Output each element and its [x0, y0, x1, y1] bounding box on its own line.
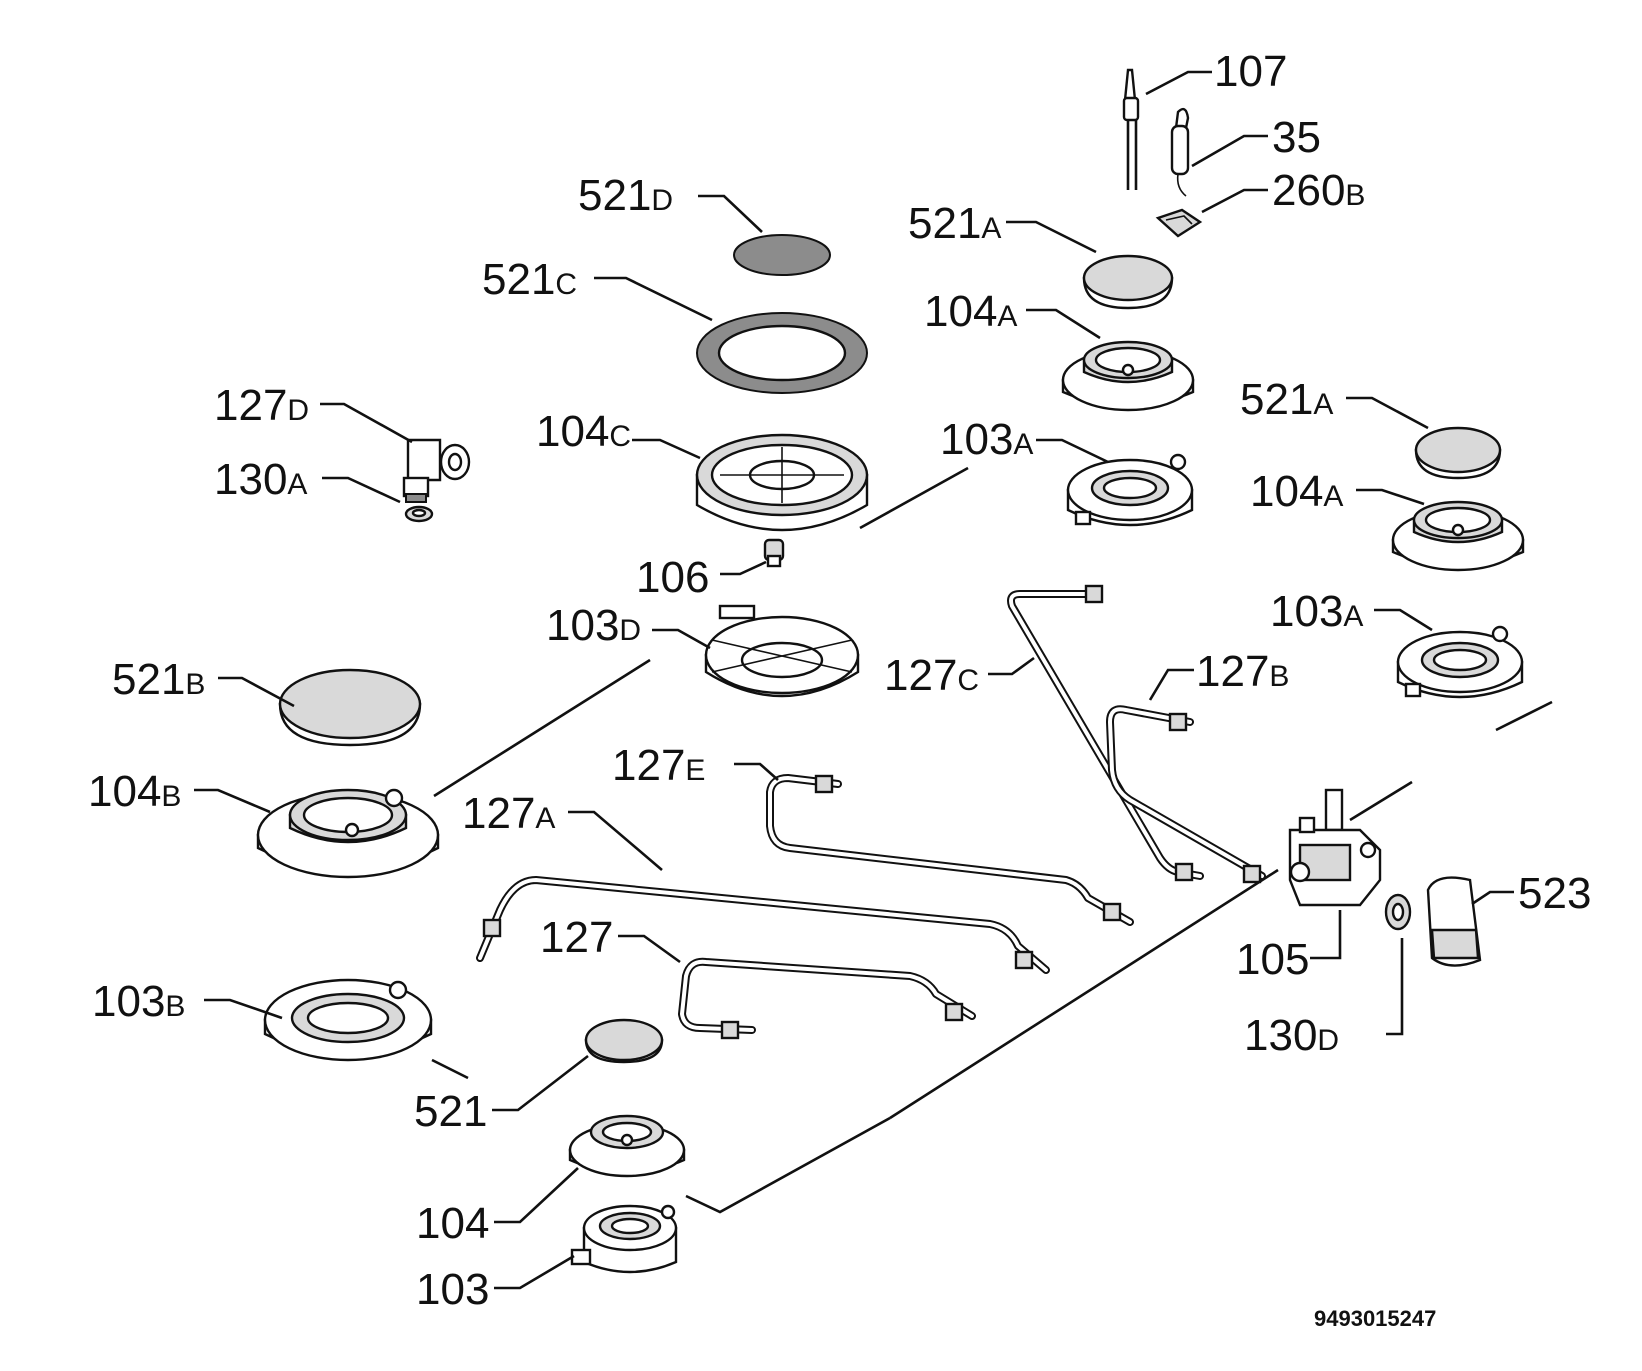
- label-104b: 104B: [88, 767, 181, 816]
- label-127: 127: [540, 913, 613, 962]
- part-130d-washer: [1384, 893, 1412, 931]
- label-35: 35: [1272, 113, 1321, 162]
- part-521d-cap: [733, 234, 831, 276]
- part-127c-pipe: [1007, 584, 1204, 882]
- label-103: 103: [416, 1265, 489, 1314]
- part-103a-body-2: [1396, 625, 1524, 699]
- label-130d: 130D: [1244, 1011, 1339, 1060]
- part-260b-clip: [1155, 208, 1203, 238]
- part-127d-elbow: [402, 438, 471, 503]
- label-107: 107: [1214, 47, 1287, 96]
- label-127c: 127C: [884, 651, 979, 700]
- label-521c: 521C: [482, 255, 577, 304]
- label-521a-2: 521A: [1240, 375, 1333, 424]
- part-521b-cap: [278, 668, 422, 747]
- part-127-pipe: [678, 957, 976, 1040]
- part-105-gas-valve: [1288, 788, 1382, 907]
- label-127e: 127E: [612, 741, 705, 790]
- part-127a-pipe: [476, 876, 1050, 974]
- label-104a-2: 104A: [1250, 467, 1343, 516]
- leader-lines: [194, 70, 1514, 1290]
- label-106: 106: [636, 553, 709, 602]
- label-104: 104: [416, 1199, 489, 1248]
- part-104c-burner: [695, 433, 869, 532]
- part-127e-pipe: [766, 774, 1134, 926]
- part-107-electrode: [1122, 68, 1140, 190]
- label-105: 105: [1236, 935, 1309, 984]
- part-103-body: [570, 1204, 678, 1274]
- part-521c-ring: [696, 312, 868, 394]
- label-103b: 103B: [92, 977, 185, 1026]
- part-104-burner: [568, 1114, 686, 1178]
- part-103a-body-1: [1066, 453, 1194, 527]
- label-103a-1: 103A: [940, 415, 1033, 464]
- label-523: 523: [1518, 869, 1591, 918]
- label-127b: 127B: [1196, 647, 1289, 696]
- label-104a-1: 104A: [924, 287, 1017, 336]
- label-103a-2: 103A: [1270, 587, 1363, 636]
- alignment-lines: [431, 466, 1553, 1214]
- label-127d: 127D: [214, 381, 309, 430]
- part-103b-body: [263, 978, 433, 1062]
- part-130a-washer: [404, 505, 434, 523]
- part-521a-cap-2: [1414, 426, 1502, 480]
- part-104a-burner-2: [1391, 500, 1525, 572]
- part-523-clip: [1426, 876, 1482, 967]
- label-521b: 521B: [112, 655, 205, 704]
- part-103d-burner-base: [704, 604, 860, 698]
- label-521a-1: 521A: [908, 199, 1001, 248]
- label-127a: 127A: [462, 789, 555, 838]
- part-127b-pipe: [1106, 705, 1266, 884]
- part-521a-cap-1: [1082, 254, 1174, 310]
- label-521: 521: [414, 1087, 487, 1136]
- label-521d: 521D: [578, 171, 673, 220]
- part-106-injector: [763, 538, 785, 568]
- part-104a-burner-1: [1061, 340, 1195, 412]
- label-103d: 103D: [546, 601, 641, 650]
- label-130a: 130A: [214, 455, 307, 504]
- part-104b-burner: [256, 788, 440, 879]
- label-104c: 104C: [536, 407, 631, 456]
- part-521-cap: [584, 1018, 664, 1064]
- label-260b: 260B: [1272, 166, 1365, 215]
- drawing-code: 9493015247: [1314, 1306, 1436, 1331]
- part-35-thermocouple: [1170, 107, 1190, 197]
